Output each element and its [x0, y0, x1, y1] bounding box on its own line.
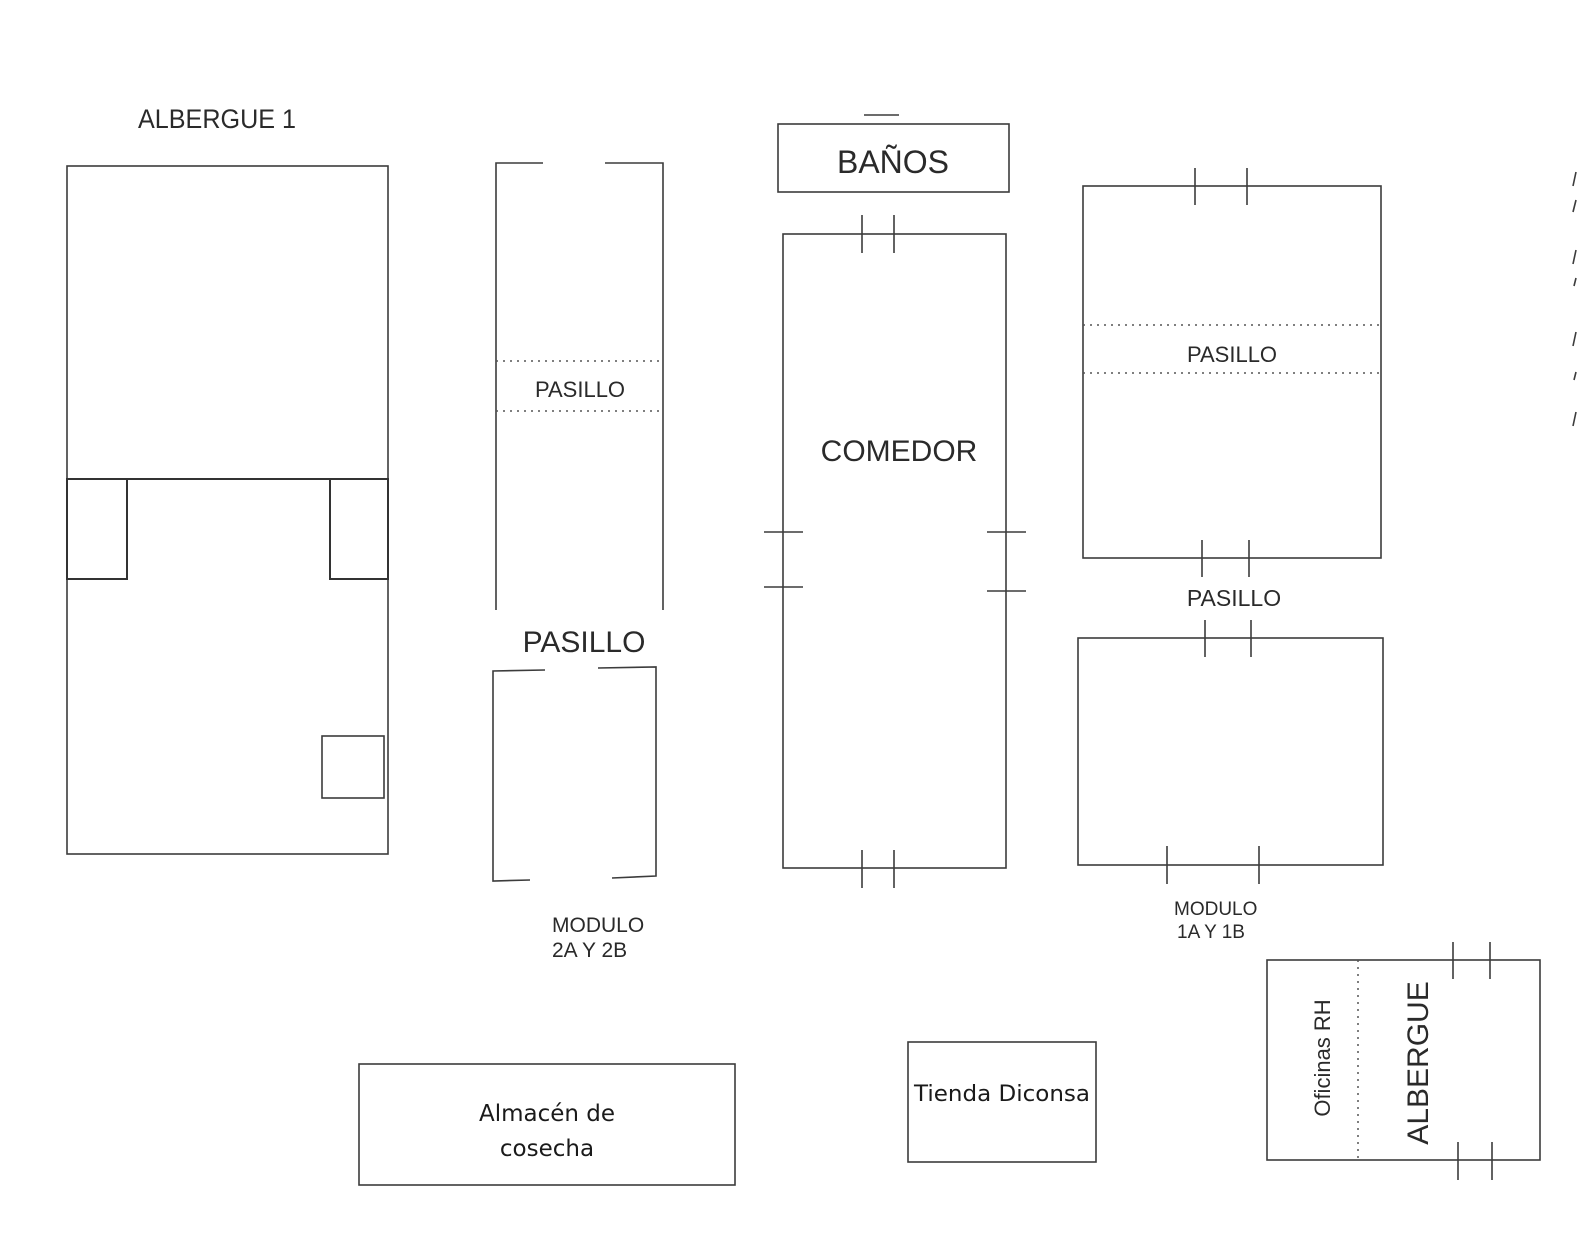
albergue-oficinas-building: Oficinas RH ALBERGUE [1266, 942, 1541, 1180]
tienda-outline [907, 1041, 1097, 1163]
modulo-2-lower-right-wall [597, 666, 657, 879]
modulo-1-upper-outline [1082, 185, 1382, 559]
edge-text-fragments [1572, 171, 1577, 427]
almacen-outline [358, 1063, 736, 1186]
comedor-label: COMEDOR [821, 435, 978, 468]
comedor-building: COMEDOR [764, 215, 1026, 888]
albergue-oficinas-outline [1266, 959, 1541, 1161]
oficinas-rh-label: Oficinas RH [1310, 999, 1335, 1116]
tienda-label: Tienda Diconsa [913, 1082, 1090, 1107]
modulo-1-label-line1: MODULO [1174, 899, 1257, 920]
banos-building: BAÑOS [777, 114, 1010, 193]
edge-mark-6 [1573, 371, 1577, 381]
edge-mark-2 [1572, 199, 1577, 213]
albergue-label: ALBERGUE [1402, 981, 1435, 1144]
almacen-label-line1: Almacén de [479, 1101, 615, 1127]
tienda-building: Tienda Diconsa [907, 1041, 1097, 1163]
edge-mark-5 [1572, 331, 1577, 347]
albergue-1-room-left [66, 478, 128, 580]
comedor-outline [782, 233, 1007, 869]
albergue-1-outline [66, 165, 389, 855]
banos-label: BAÑOS [837, 144, 949, 180]
modulo-2-outer-pasillo-label: PASILLO [523, 626, 646, 659]
modulo-2-lower-left-wall [492, 669, 546, 882]
almacen-label-line2: cosecha [500, 1136, 594, 1162]
edge-mark-4 [1573, 277, 1577, 287]
edge-mark-3 [1572, 249, 1577, 265]
albergue-1-small-room [321, 735, 385, 799]
banos-outline [777, 123, 1010, 193]
modulo-2-inner-pasillo-label: PASILLO [535, 377, 625, 402]
modulo-1-inner-pasillo-label: PASILLO [1187, 342, 1277, 367]
albergue-1-label: ALBERGUE 1 [138, 104, 296, 134]
albergue-1-building: ALBERGUE 1 [66, 104, 389, 855]
modulo-2-upper-left-wall [495, 162, 543, 610]
albergue-1-room-right [329, 478, 389, 580]
modulo-2-label-line1: MODULO [552, 914, 644, 937]
modulo-2-upper-right-wall [605, 162, 664, 610]
modulo-1-building: PASILLO PASILLO MODULO 1A Y 1B [1077, 168, 1384, 943]
modulo-1-lower-outline [1077, 637, 1384, 866]
edge-mark-1 [1572, 171, 1577, 187]
modulo-2-building: PASILLO PASILLO MODULO 2A Y 2B [492, 162, 664, 962]
modulo-1-label-line2: 1A Y 1B [1177, 922, 1245, 943]
almacen-building: Almacén de cosecha [358, 1063, 736, 1186]
edge-mark-7 [1572, 411, 1577, 427]
modulo-2-label-line2: 2A Y 2B [552, 939, 627, 962]
modulo-1-outer-pasillo-label: PASILLO [1187, 585, 1281, 611]
